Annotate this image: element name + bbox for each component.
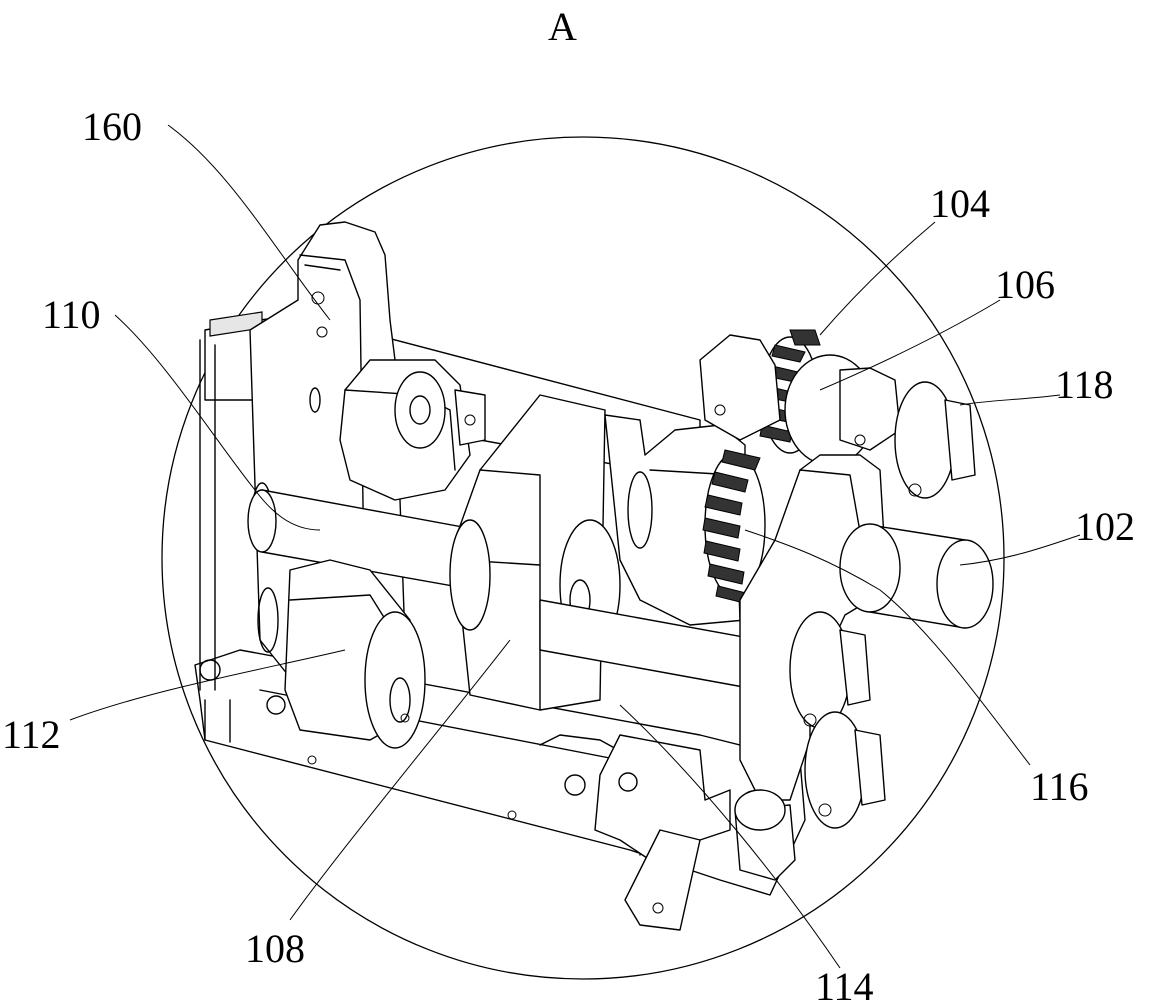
callout-114: 114 [815, 964, 874, 1007]
clamp-middle [790, 612, 870, 728]
callout-102: 102 [1075, 504, 1135, 549]
assembly-drawing [195, 222, 993, 930]
callout-108: 108 [245, 926, 305, 971]
callout-104: 104 [930, 181, 990, 226]
callout-112: 112 [2, 712, 61, 757]
callout-110: 110 [42, 292, 101, 337]
callout-116: 116 [1030, 764, 1089, 809]
callout-118: 118 [1055, 362, 1114, 407]
clamp-lower [805, 712, 885, 828]
callout-106: 106 [995, 262, 1055, 307]
callout-160: 160 [82, 104, 142, 149]
view-label: A [548, 4, 577, 49]
clamp-upper [895, 382, 975, 498]
